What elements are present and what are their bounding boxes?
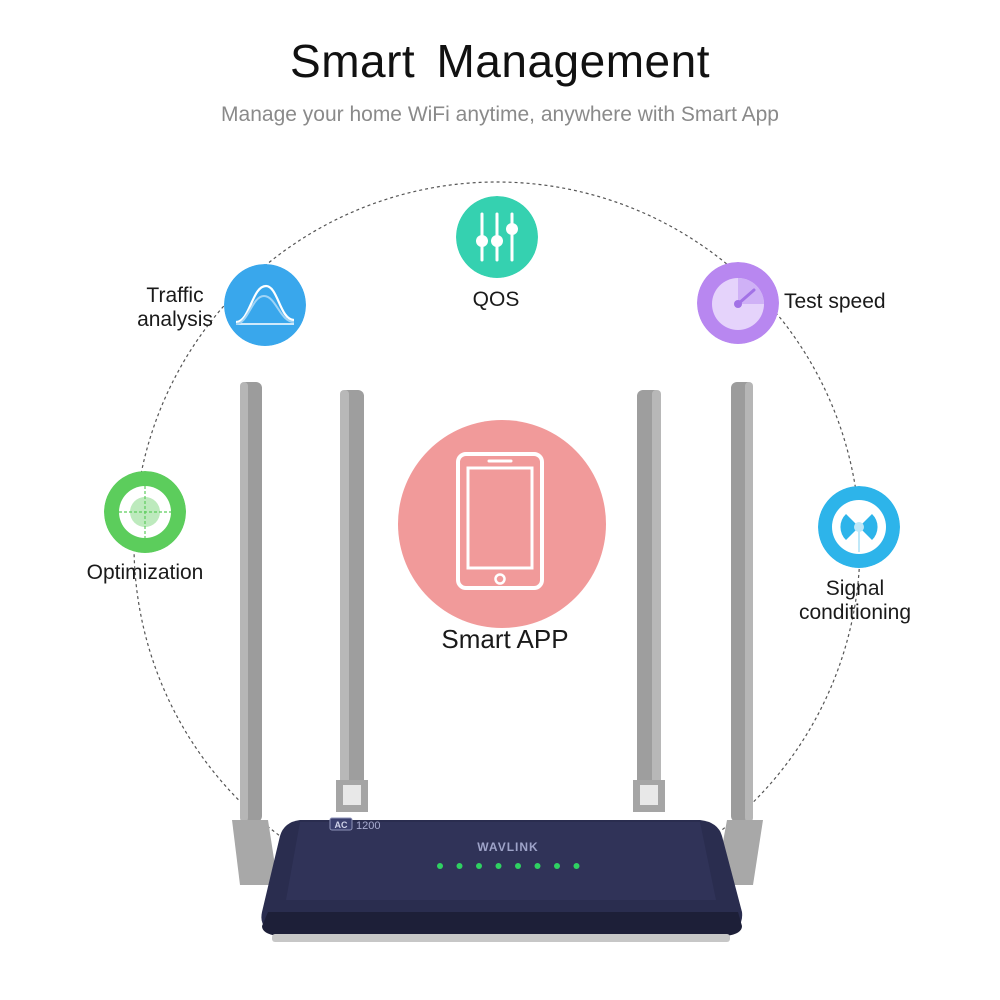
target-icon [104,471,186,553]
router-led [495,863,502,869]
page-subtitle: Manage your home WiFi anytime, anywhere … [221,103,779,126]
badge-ac: AC [335,820,348,830]
optimization-label: Optimization [86,561,204,584]
smartphone-icon [398,420,606,628]
router-led [437,863,443,869]
antenna-right-inner [633,390,665,812]
traffic-label-line2: analysis [137,308,213,331]
router-led [456,863,463,869]
router-body [261,820,743,942]
signal-conditioning-label: Signal conditioning [780,577,930,625]
router-led [554,863,560,869]
router-model-badge: AC 1200 [329,817,380,832]
router-led [573,863,580,869]
qos-label: QOS [472,288,520,311]
wave-chart-icon [224,264,306,346]
speedometer-icon [697,262,779,344]
test-speed-label: Test speed [784,290,886,313]
router-led [476,863,482,869]
antenna-left-inner [336,390,368,812]
antenna-left-outer [232,382,278,885]
signal-label-line1: Signal [825,577,885,600]
traffic-label-line1: Traffic [146,284,204,307]
signal-antenna-icon [818,486,900,568]
sliders-icon [456,196,538,278]
traffic-analysis-label: Traffic analysis [126,284,224,332]
signal-label-line2: conditioning [798,601,912,624]
router-led [515,863,521,869]
router-led [534,863,541,869]
router-leds [437,863,580,869]
smart-app-label: Smart APP [441,624,569,654]
page-title: Smart Management [290,35,710,87]
router-brand: WAVLINK [477,840,538,854]
antenna-right-outer [715,382,763,885]
badge-model: 1200 [356,820,380,832]
